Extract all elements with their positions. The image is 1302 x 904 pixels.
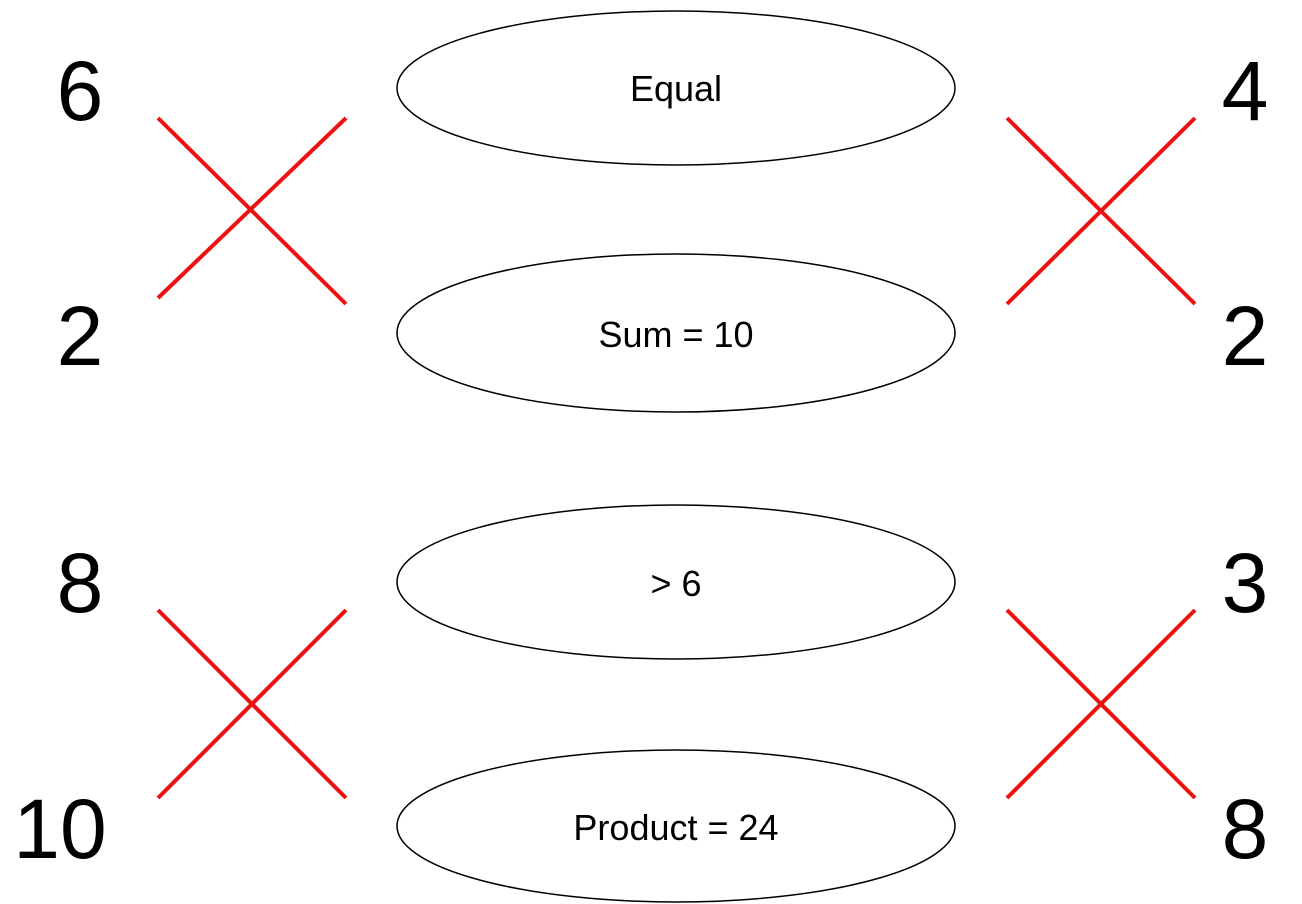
oval-shape	[396, 504, 956, 660]
clue-oval: > 6	[396, 504, 956, 660]
number-top: 8	[57, 536, 104, 630]
oval-shape	[396, 10, 956, 166]
clue-label: Equal	[630, 68, 722, 109]
number-bottom: 8	[1222, 782, 1269, 876]
clue-label: Product = 24	[573, 807, 778, 848]
clue-oval: Product = 24	[396, 749, 956, 903]
puzzle-bottom-left: 8 10	[13, 536, 348, 876]
puzzle-top-left: 6 2	[57, 44, 348, 383]
clue-oval: Equal	[396, 10, 956, 166]
oval-shape	[396, 253, 956, 413]
cross-line	[156, 116, 348, 300]
number-bottom: 2	[1222, 289, 1269, 383]
cross-line	[1005, 116, 1197, 306]
clue-oval: Sum = 10	[396, 253, 956, 413]
number-bottom: 2	[57, 289, 104, 383]
clue-label: Sum = 10	[598, 314, 753, 355]
number-top: 6	[57, 44, 104, 138]
number-top: 3	[1222, 536, 1269, 630]
puzzle-top-right: 4 2	[1005, 44, 1269, 383]
cross-line	[1005, 608, 1197, 800]
puzzle-bottom-right: 3 8	[1005, 536, 1269, 876]
number-top: 4	[1222, 44, 1269, 138]
oval-shape	[396, 749, 956, 903]
cross-line	[156, 608, 348, 800]
clue-label: > 6	[650, 563, 701, 604]
number-bottom: 10	[13, 782, 106, 876]
cross-line	[156, 116, 348, 306]
